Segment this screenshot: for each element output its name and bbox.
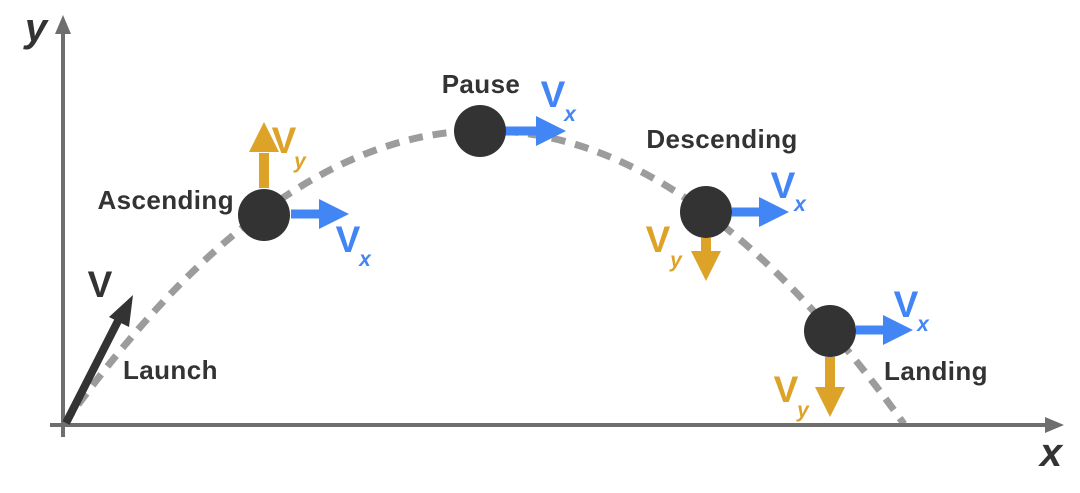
y-axis: y xyxy=(23,6,71,437)
vx-arrowhead-ascending-icon xyxy=(319,199,349,229)
vy-arrowhead-landing-icon xyxy=(815,387,845,417)
x-axis-arrowhead-icon xyxy=(1045,417,1064,433)
vx-label-pause: V xyxy=(541,74,566,115)
vy-label-descending: V xyxy=(646,219,671,260)
vx-arrowhead-descending-icon xyxy=(759,197,789,227)
launch-velocity-arrowhead-icon xyxy=(109,295,133,327)
vx-label-descending: V xyxy=(771,165,796,206)
vy-arrowhead-ascending-icon xyxy=(249,122,279,152)
stage-label-launch: Launch xyxy=(123,355,218,385)
vy-sub-ascending: y xyxy=(293,150,307,173)
vx-sub-landing: x xyxy=(916,313,930,336)
vy-sub-descending: y xyxy=(669,249,683,272)
stage-label-landing: Landing xyxy=(884,356,988,386)
stage-launch: V Launch xyxy=(62,264,218,425)
vx-label-ascending: V xyxy=(336,219,361,260)
stage-pause: Pause V x xyxy=(442,69,577,157)
stage-label-pause: Pause xyxy=(442,69,521,99)
projectile-ball-ascending xyxy=(238,189,290,241)
vy-label-landing: V xyxy=(774,369,799,410)
projectile-ball-descending xyxy=(680,186,732,238)
stage-label-ascending: Ascending xyxy=(97,185,234,215)
vy-label-ascending: V xyxy=(272,120,297,161)
projectile-ball-landing xyxy=(804,305,856,357)
x-axis: x xyxy=(50,417,1064,475)
projectile-ball-pause xyxy=(454,105,506,157)
stage-landing: Landing V x V y xyxy=(774,284,988,422)
vy-arrowhead-descending-icon xyxy=(691,251,721,281)
stage-label-descending: Descending xyxy=(646,124,797,154)
vx-arrowhead-landing-icon xyxy=(883,315,913,345)
vx-sub-descending: x xyxy=(793,193,807,216)
vx-label-landing: V xyxy=(894,284,919,325)
stage-descending: Descending V x V y xyxy=(646,124,807,281)
y-axis-arrowhead-icon xyxy=(55,15,71,34)
vx-arrowhead-pause-icon xyxy=(536,116,566,146)
launch-velocity-label: V xyxy=(88,264,113,305)
x-axis-label: x xyxy=(1038,431,1064,475)
vx-sub-ascending: x xyxy=(358,248,372,271)
stage-ascending: Ascending V y V x xyxy=(97,120,372,271)
launch-velocity-arrow xyxy=(62,315,124,425)
vx-sub-pause: x xyxy=(563,103,577,126)
y-axis-label: y xyxy=(23,6,49,50)
vy-sub-landing: y xyxy=(796,399,810,422)
